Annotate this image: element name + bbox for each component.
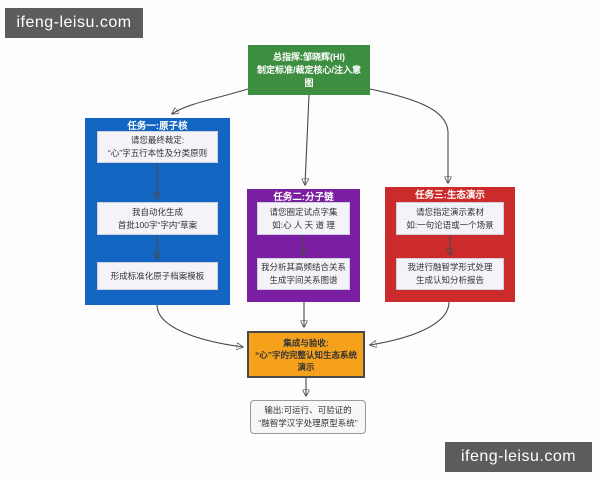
task1-step3: 形成标准化原子档案模板 <box>97 262 218 290</box>
task1-step1-line1: 请您最终裁定: <box>130 135 185 145</box>
task3-step2: 我进行融智学形式处理 生成认知分析报告 <box>396 258 504 290</box>
task1-step2: 我自动化生成 首批100字“字内”草案 <box>97 202 218 235</box>
integration-line3: 演示 <box>297 361 315 372</box>
task1-title: 任务一:原子核 <box>127 121 188 132</box>
task1-step1: 请您最终裁定: “心”字五行本性及分类原则 <box>97 131 218 163</box>
arrow-commander-to-task3 <box>369 88 448 183</box>
commander-line1: 总指挥:邹晓辉(HI) <box>273 51 345 62</box>
integration-line2: “心”字的完整认知生态系统 <box>254 349 357 360</box>
task1-step2-line1: 我自动化生成 <box>131 206 183 217</box>
task2-step1-line1: 请您圈定试点字集 <box>269 206 338 217</box>
task3-step1-line2: 如:一句论语或一个场景 <box>406 219 494 230</box>
watermark-bottom-right: ifeng-leisu.com <box>445 442 592 472</box>
task2-step2-line1: 我分析其高频结合关系 <box>260 262 346 272</box>
task1-step2-line2: 首批100字“字内”草案 <box>117 219 198 230</box>
commander-line2: 制定标准/裁定核心/注入意图 <box>256 64 361 88</box>
task3-container: 任务三:生态演示 请您指定演示素材 如:一句论语或一个场景 我进行融智学形式处理… <box>385 187 515 302</box>
watermark-top-left: ifeng-leisu.com <box>5 8 143 38</box>
integration-line1: 集成与验收: <box>283 337 329 348</box>
task3-step1-line1: 请您指定演示素材 <box>415 206 484 217</box>
task3-step1: 请您指定演示素材 如:一句论语或一个场景 <box>396 202 504 235</box>
arrow-task1-to-integration <box>156 304 243 347</box>
task3-step2-line2: 生成认知分析报告 <box>415 275 484 285</box>
task2-title: 任务二:分子链 <box>273 192 334 203</box>
task1-step3-line1: 形成标准化原子档案模板 <box>110 270 205 281</box>
task3-step2-line1: 我进行融智学形式处理 <box>407 262 493 272</box>
arrow-task3-to-integration <box>370 301 450 345</box>
task1-step1-line2: “心”字五行本性及分类原则 <box>107 148 208 158</box>
output-node: 输出:可运行、可验证的 “融智学汉字处理原型系统” <box>250 400 366 434</box>
arrow-commander-to-task2 <box>305 94 310 185</box>
integration-node: 集成与验收: “心”字的完整认知生态系统 演示 <box>247 331 365 378</box>
task2-step1-line2: 如:心 人 天 道 理 <box>272 219 335 230</box>
task1-container: 任务一:原子核 请您最终裁定: “心”字五行本性及分类原则 我自动化生成 首批1… <box>85 118 230 305</box>
task3-title: 任务三:生态演示 <box>415 190 485 201</box>
task2-step2-line2: 生成字间关系图谱 <box>269 275 338 285</box>
output-line1: 输出:可运行、可验证的 <box>264 405 352 415</box>
arrow-commander-to-task1 <box>172 88 249 114</box>
commander-node: 总指挥:邹晓辉(HI) 制定标准/裁定核心/注入意图 <box>248 45 370 95</box>
task2-container: 任务二:分子链 请您圈定试点字集 如:心 人 天 道 理 我分析其高频结合关系 … <box>247 189 360 302</box>
task2-step1: 请您圈定试点字集 如:心 人 天 道 理 <box>257 202 350 235</box>
output-line2: “融智学汉字处理原型系统” <box>258 418 358 428</box>
task2-step2: 我分析其高频结合关系 生成字间关系图谱 <box>257 258 350 290</box>
